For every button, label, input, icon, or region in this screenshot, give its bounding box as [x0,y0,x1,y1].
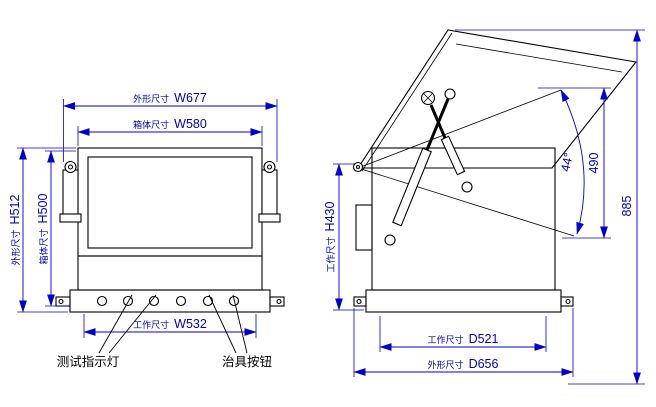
dimension-490-label: 490 [587,153,601,174]
dimension-490: 490 [538,87,611,239]
dimension-h430-label: 工作尺寸H430 [323,202,337,273]
mounting-foot-right [269,296,285,307]
dimension-open-angle: 44° [558,89,585,235]
open-lid [352,29,638,237]
callout-fixture-button: 治具按钮 [208,294,272,369]
dimension-h512: 外形尺寸H512 [8,147,76,313]
gas-strut-b [420,90,473,193]
lid-hinge [352,161,364,173]
dimension-h500-label: 箱体尺寸H500 [36,194,50,265]
dimension-885: 885 [455,29,645,385]
mounting-foot-left [55,296,71,307]
callout-fixture-button-label: 治具按钮 [222,354,272,369]
gas-strut-a [384,88,456,246]
callout-indicator-light-label: 测试指示灯 [57,354,120,369]
dimension-angle-label: 44° [558,151,576,172]
side-view-body [353,147,574,313]
dimension-h512-label: 外形尺寸H512 [8,195,22,266]
button-row [96,295,240,307]
dimension-h500: 箱体尺寸H500 [36,150,76,307]
dimension-h430: 工作尺寸H430 [323,163,364,311]
front-view-body [55,147,285,313]
callout-indicator-light: 测试指示灯 [57,294,157,369]
dimension-885-label: 885 [620,196,634,217]
latch-right [258,160,281,223]
mounting-foot-right [560,296,574,307]
side-panel-connector [355,204,373,251]
mounting-foot-left [353,296,367,307]
latch-left [59,160,82,223]
